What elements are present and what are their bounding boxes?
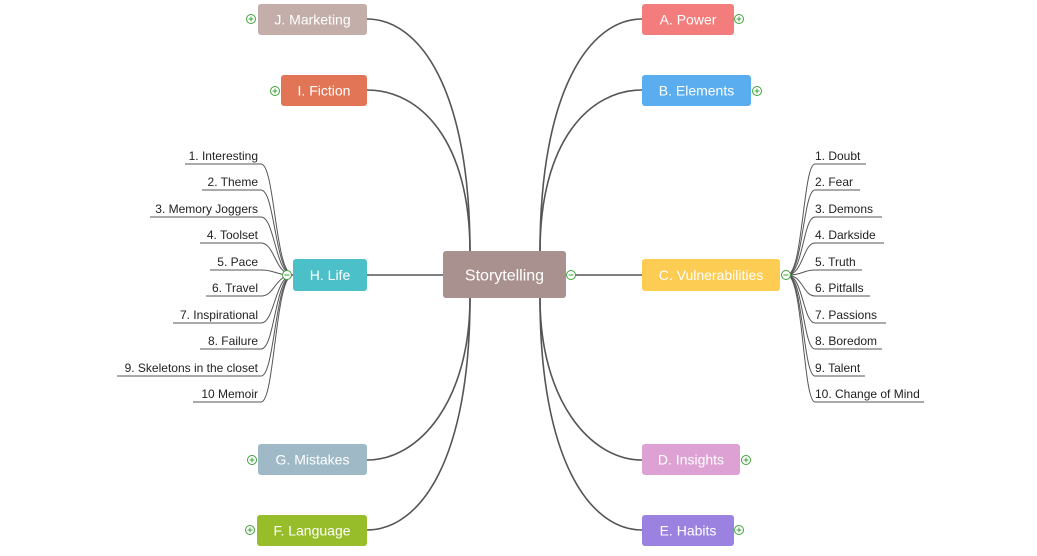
- topic-life[interactable]: H. Life: [293, 259, 367, 291]
- topic-mistakes[interactable]: G. Mistakes: [258, 444, 367, 475]
- topic-language[interactable]: F. Language: [257, 515, 367, 546]
- topic-power[interactable]: A. Power: [642, 4, 734, 35]
- expand-habits-icon[interactable]: [734, 525, 744, 535]
- expand-power-icon[interactable]: [734, 14, 744, 24]
- topic-power-label: A. Power: [660, 12, 717, 28]
- central-topic[interactable]: Storytelling: [443, 251, 566, 298]
- topic-insights-box[interactable]: [642, 444, 740, 475]
- toggles: [245, 14, 791, 535]
- expand-insights-icon[interactable]: [741, 455, 751, 465]
- expand-mistakes-icon[interactable]: [247, 455, 257, 465]
- topic-elements[interactable]: B. Elements: [642, 75, 751, 106]
- life-subtopic-connector: [260, 274, 294, 350]
- connector-insights: [539, 297, 643, 461]
- topic-life-label: H. Life: [310, 267, 351, 283]
- collapse-vulnerabilities-icon[interactable]: [781, 270, 791, 280]
- vulnerability-subtopic-item[interactable]: 1. Doubt: [815, 149, 861, 163]
- vulnerability-subtopic-item[interactable]: 9. Talent: [815, 361, 861, 375]
- expand-marketing-icon[interactable]: [246, 14, 256, 24]
- topic-elements-box[interactable]: [642, 75, 751, 106]
- topic-marketing-label: J. Marketing: [274, 12, 350, 28]
- vulnerability-subtopic-item[interactable]: 3. Demons: [815, 202, 873, 216]
- life-subtopic-item[interactable]: 4. Toolset: [207, 228, 259, 242]
- life-subtopic-item[interactable]: 9. Skeletons in the closet: [125, 361, 259, 375]
- topic-vulnerabilities-label: C. Vulnerabilities: [659, 267, 764, 283]
- life-subtopic-item[interactable]: 5. Pace: [217, 255, 258, 269]
- topic-fiction-label: I. Fiction: [298, 83, 351, 99]
- connector-power: [539, 18, 643, 253]
- vulnerability-subtopic-connector: [786, 163, 816, 276]
- life-subtopic-connector: [260, 216, 294, 276]
- expand-language-icon[interactable]: [245, 525, 255, 535]
- collapse-central-icon[interactable]: [566, 270, 576, 280]
- connector-mistakes: [366, 297, 471, 461]
- topic-elements-label: B. Elements: [659, 83, 734, 99]
- life-subtopic-item[interactable]: 8. Failure: [208, 334, 258, 348]
- vulnerability-subtopic-item[interactable]: 10. Change of Mind: [815, 387, 920, 401]
- connector-marketing: [366, 18, 471, 253]
- connector-language: [366, 297, 471, 531]
- topic-vulnerabilities[interactable]: C. Vulnerabilities: [642, 259, 780, 291]
- topic-vulnerabilities-box[interactable]: [642, 259, 780, 291]
- topic-language-label: F. Language: [273, 523, 350, 539]
- vulnerability-subtopic-item[interactable]: 5. Truth: [815, 255, 856, 269]
- topic-power-box[interactable]: [642, 4, 734, 35]
- connector-habits: [539, 297, 643, 531]
- connector-fiction: [366, 89, 471, 253]
- topic-marketing-box[interactable]: [258, 4, 367, 35]
- vulnerability-subtopic-item[interactable]: 8. Boredom: [815, 334, 877, 348]
- central-topic-box[interactable]: [443, 251, 566, 298]
- life-subtopic-item[interactable]: 10 Memoir: [201, 387, 258, 401]
- life-subtopic-item[interactable]: 6. Travel: [212, 281, 258, 295]
- vulnerability-subtopic-connector: [786, 274, 816, 403]
- topic-habits-label: E. Habits: [660, 523, 717, 539]
- life-subtopic-item[interactable]: 1. Interesting: [189, 149, 258, 163]
- vulnerability-subtopic-connector: [786, 216, 816, 276]
- collapse-life-icon[interactable]: [282, 270, 292, 280]
- vulnerability-subtopic-item[interactable]: 6. Pitfalls: [815, 281, 864, 295]
- topic-marketing[interactable]: J. Marketing: [258, 4, 367, 35]
- topic-insights[interactable]: D. Insights: [642, 444, 740, 475]
- vulnerability-subtopic-connector: [786, 189, 816, 276]
- life-subtopic-item[interactable]: 3. Memory Joggers: [155, 202, 258, 216]
- topic-mistakes-box[interactable]: [258, 444, 367, 475]
- topic-habits[interactable]: E. Habits: [642, 515, 734, 546]
- vulnerability-subtopic-item[interactable]: 7. Passions: [815, 308, 877, 322]
- life-subtopics: 1. Interesting 2. Theme 3. Memory Joggers 4…: [117, 149, 294, 403]
- vulnerability-subtopic-item[interactable]: 2. Fear: [815, 175, 853, 189]
- vulnerability-subtopic-item[interactable]: 4. Darkside: [815, 228, 876, 242]
- topic-habits-box[interactable]: [642, 515, 734, 546]
- life-subtopic-item[interactable]: 2. Theme: [208, 175, 259, 189]
- topic-fiction[interactable]: I. Fiction: [281, 75, 367, 106]
- expand-fiction-icon[interactable]: [270, 86, 280, 96]
- topic-fiction-box[interactable]: [281, 75, 367, 106]
- topic-mistakes-label: G. Mistakes: [276, 452, 350, 468]
- vulnerabilities-subtopics: 1. Doubt 2. Fear 3. Demons 4. Darkside 5. Tr…: [786, 149, 924, 403]
- life-subtopic-item[interactable]: 7. Inspirational: [180, 308, 258, 322]
- branch-connectors: [366, 18, 643, 531]
- topic-insights-label: D. Insights: [658, 452, 724, 468]
- central-topic-label: Storytelling: [465, 268, 544, 285]
- vulnerability-subtopic-connector: [786, 274, 816, 350]
- connector-elements: [539, 89, 643, 253]
- topic-life-box[interactable]: [293, 259, 367, 291]
- expand-elements-icon[interactable]: [752, 86, 762, 96]
- life-subtopic-connector: [260, 274, 294, 403]
- topic-language-box[interactable]: [257, 515, 367, 546]
